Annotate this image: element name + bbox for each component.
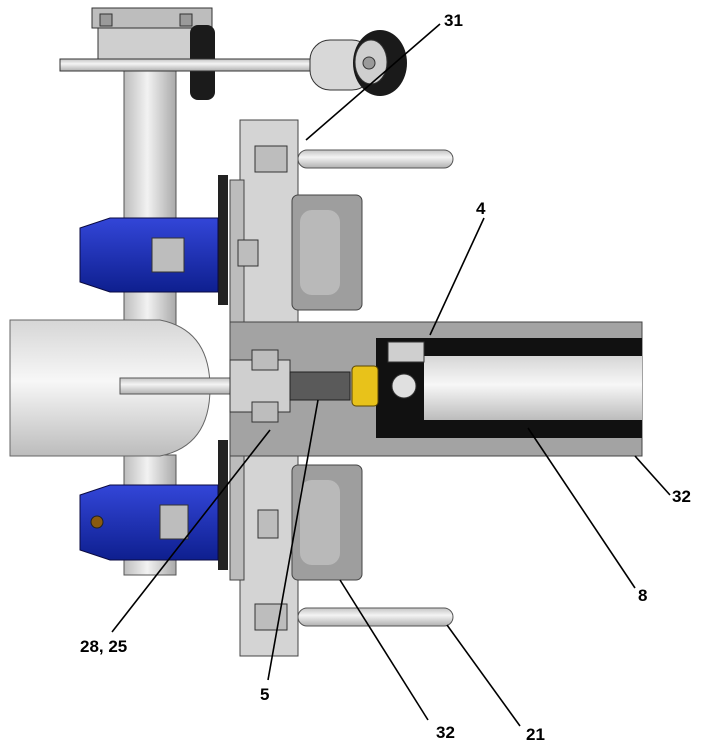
side-blocks bbox=[291, 194, 363, 581]
callout-28-25: 28, 25 bbox=[80, 637, 127, 656]
callout-32-right: 32 bbox=[672, 487, 691, 506]
actuator-rod bbox=[119, 341, 425, 423]
link-arm bbox=[59, 30, 407, 96]
leader-lines bbox=[111, 23, 671, 727]
callout-labels: 31 4 32 8 28, 25 5 32 21 bbox=[80, 11, 691, 744]
callout-31: 31 bbox=[444, 11, 463, 30]
nuts bbox=[237, 145, 288, 631]
callout-5: 5 bbox=[260, 685, 269, 704]
callout-4: 4 bbox=[476, 199, 486, 218]
callout-8: 8 bbox=[638, 586, 647, 605]
callout-32-bottom: 32 bbox=[436, 723, 455, 742]
guide-rods bbox=[297, 149, 454, 627]
callout-21: 21 bbox=[526, 725, 545, 744]
